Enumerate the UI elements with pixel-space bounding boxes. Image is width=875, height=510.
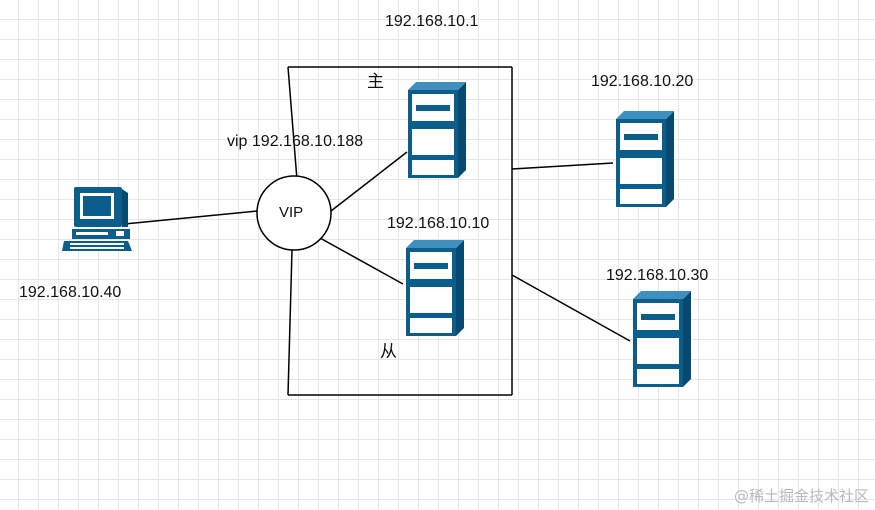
server-30-icon [633,291,691,387]
vip-circle-label: VIP [279,204,304,221]
master-label: 主 [367,72,384,92]
client-ip-label: 192.168.10.40 [19,284,122,301]
slave-ip-label: 192.168.10.10 [387,215,490,232]
server-30-ip-label: 192.168.10.30 [606,267,709,284]
cluster-to-server-30-link [511,274,631,342]
server-20-icon [616,111,674,207]
gateway-ip-label: 192.168.10.1 [385,13,479,30]
cluster-to-server-20-link [511,162,614,170]
vip-to-slave-link [319,237,404,285]
client-to-vip-link [123,210,258,225]
vip-circle [256,175,332,251]
slave-label: 从 [380,342,397,362]
connections [123,151,631,342]
cluster-boundary [287,66,513,396]
watermark: @稀土掘金技术社区 [733,487,869,505]
server-20-ip-label: 192.168.10.20 [591,73,694,90]
master-server-icon [408,82,466,178]
client-computer-icon [62,187,132,251]
vip-ip-label: vip 192.168.10.188 [227,133,364,150]
slave-server-icon [406,240,464,336]
vip-to-master-link [330,151,408,212]
